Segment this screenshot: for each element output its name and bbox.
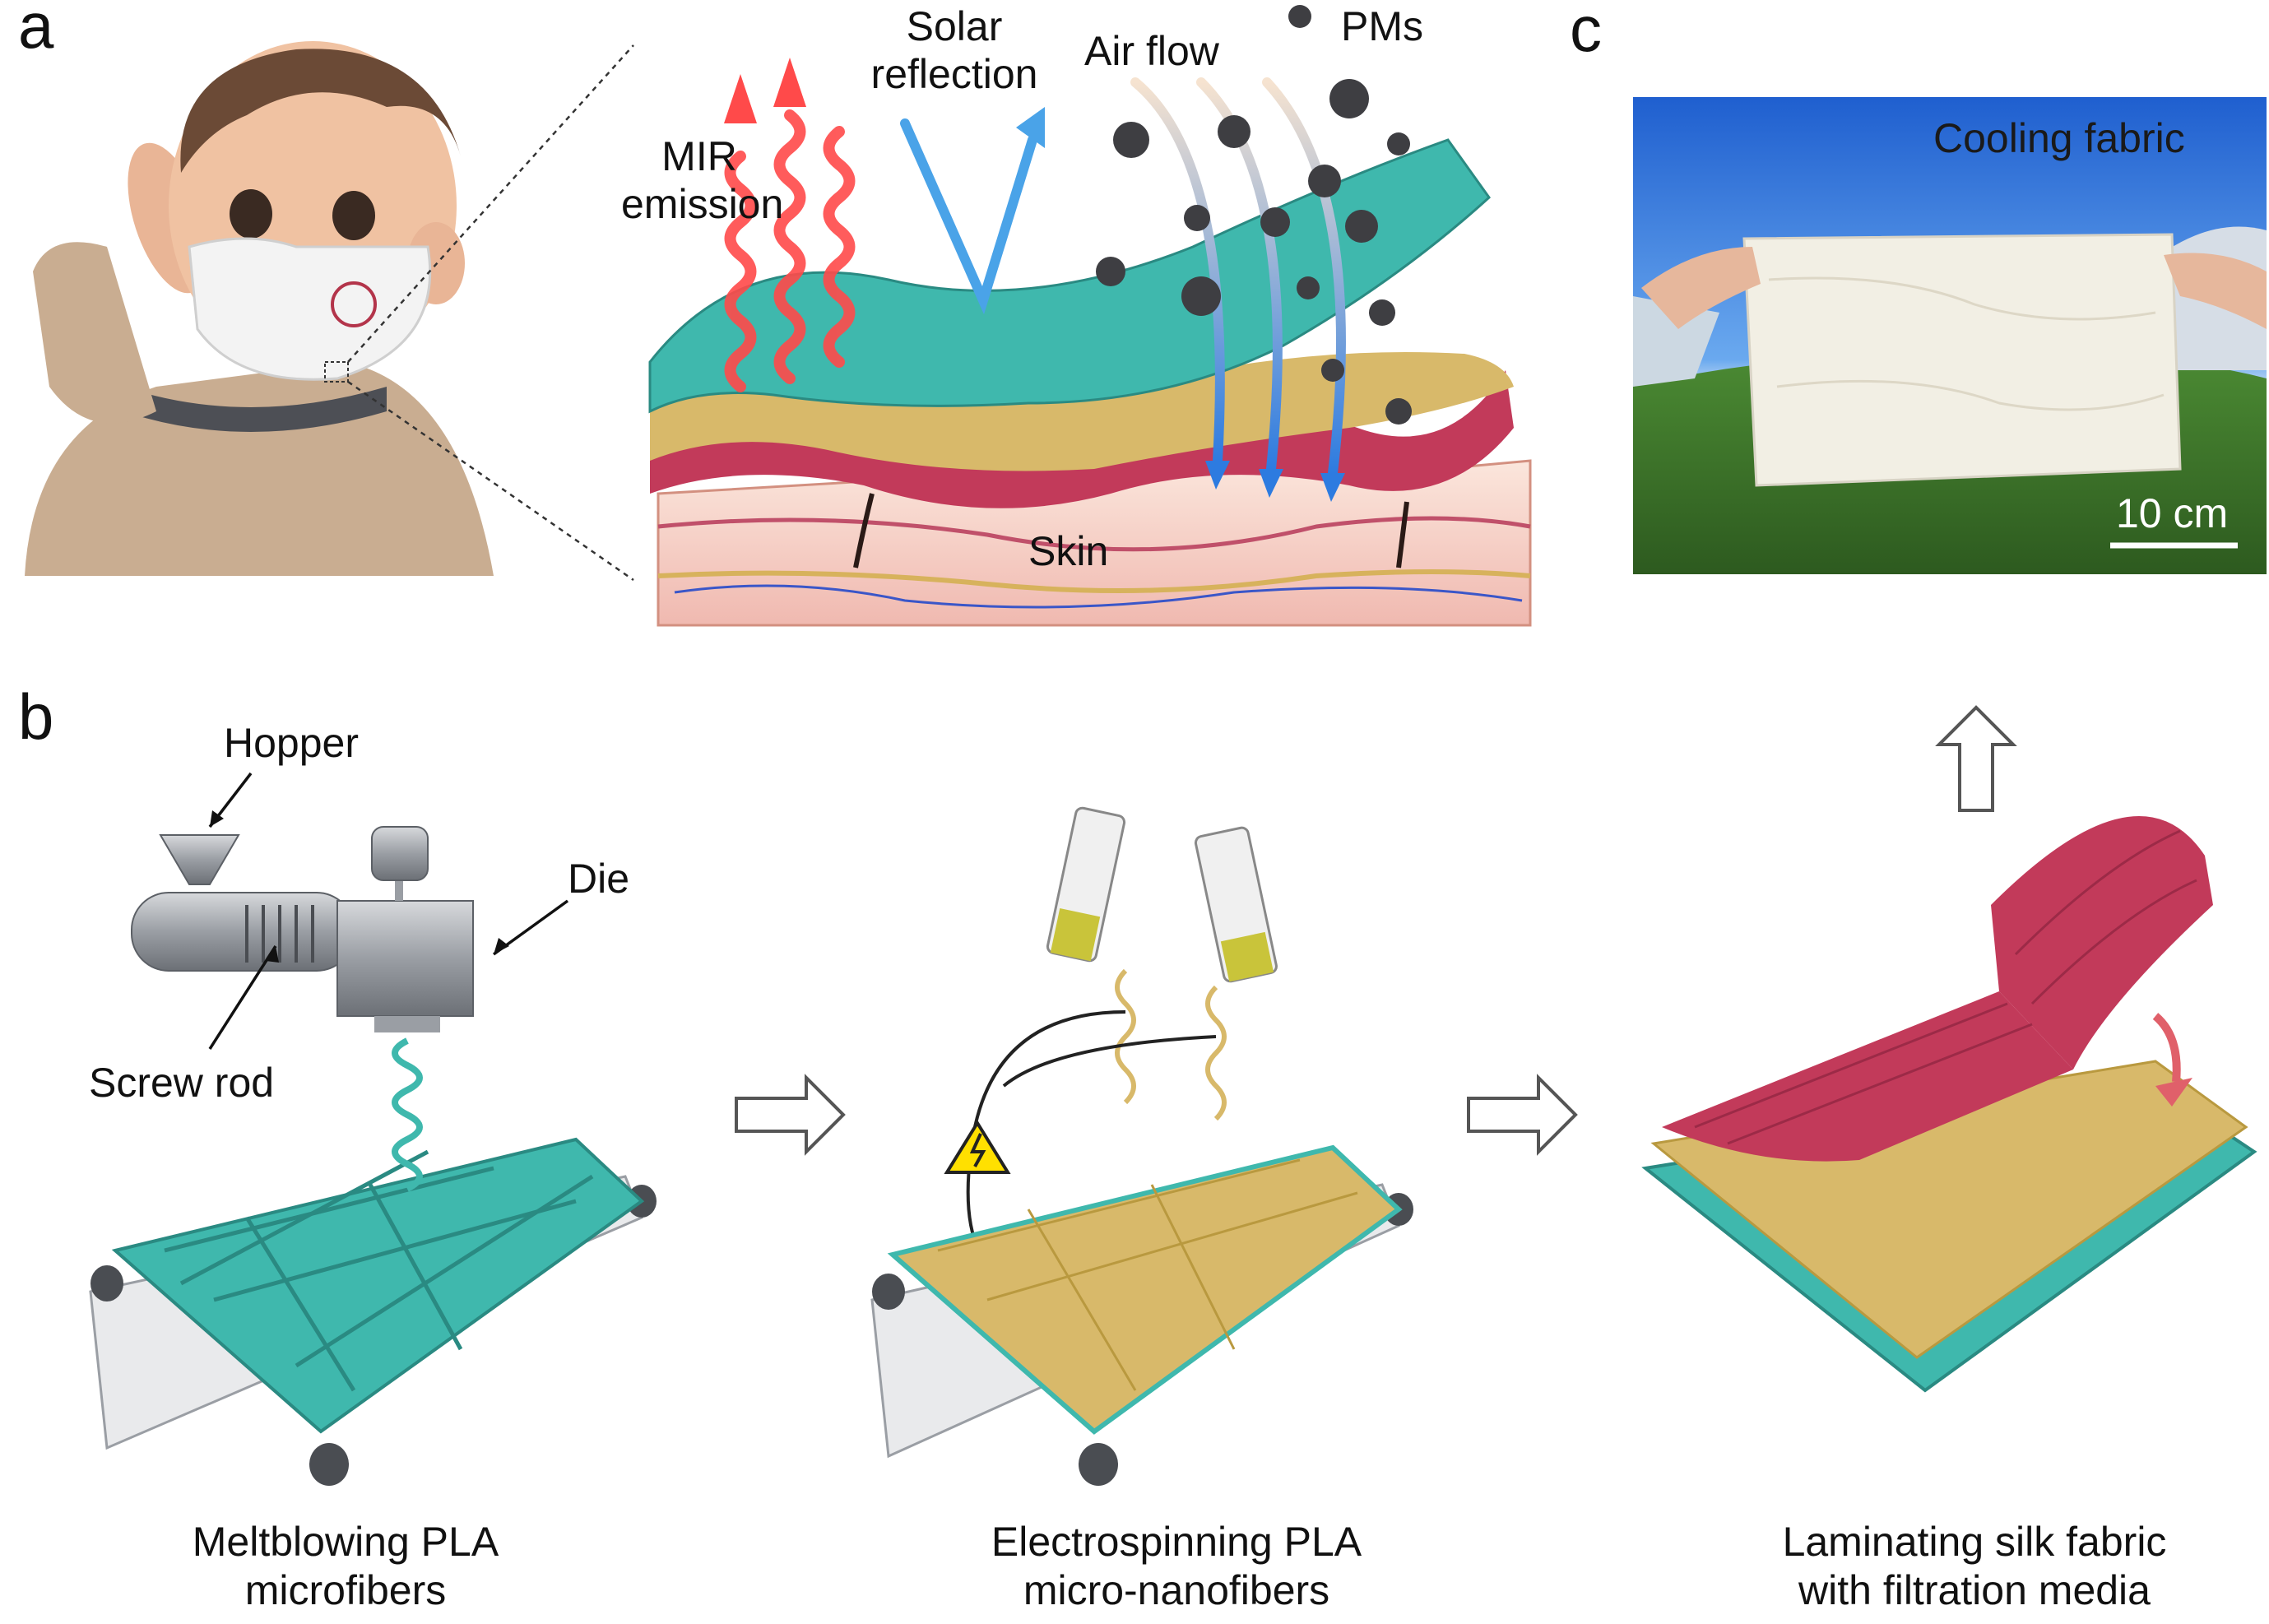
conveyor-belt-1 <box>90 1041 657 1486</box>
scale-bar-label: 10 cm <box>2116 490 2228 538</box>
cooling-fabric-label: Cooling fabric <box>1933 115 2185 163</box>
label-hopper: Hopper <box>224 720 359 768</box>
lamination-stack <box>1645 816 2254 1390</box>
panel-letter-a: a <box>18 0 53 58</box>
label-die: Die <box>568 856 629 903</box>
avatar-illustration <box>25 41 494 576</box>
solar-reflection-arrow <box>905 123 1032 300</box>
conveyor-belt-2 <box>872 1148 1413 1486</box>
meltblowing-machine <box>132 827 473 1032</box>
label-air-flow: Air flow <box>1084 28 1219 76</box>
step-caption-2: Electrospinning PLA micro-nanofibers <box>921 1518 1431 1615</box>
step-caption-3: Laminating silk fabric with filtration m… <box>1711 1518 2238 1615</box>
label-screw-rod: Screw rod <box>89 1060 274 1107</box>
label-skin: Skin <box>1028 528 1108 576</box>
label-solar-reflection: Solar reflection <box>847 3 1061 98</box>
panel-letter-c: c <box>1570 0 1602 61</box>
label-mir-emission: MIR emission <box>621 133 777 228</box>
label-pms: PMs <box>1341 3 1423 51</box>
step-caption-1: Meltblowing PLA microfibers <box>115 1518 576 1615</box>
panel-letter-b: b <box>18 684 53 749</box>
